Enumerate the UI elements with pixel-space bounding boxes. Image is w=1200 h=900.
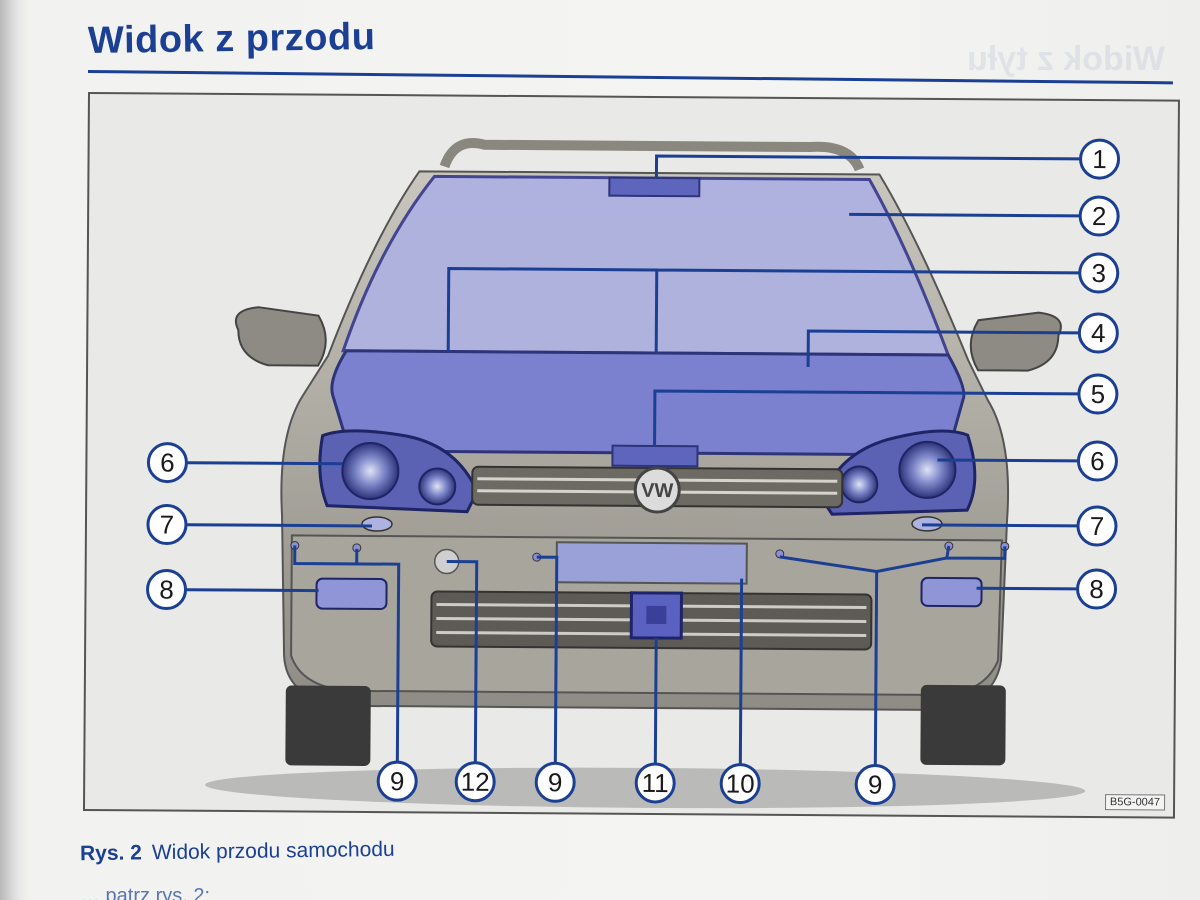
callout-9-right: 9 <box>854 764 896 806</box>
callout-3: 3 <box>1078 252 1120 294</box>
left-mirror <box>234 306 327 367</box>
bleed-through-text: Widok z tyłu <box>966 40 1165 78</box>
page-title: Widok z przodu <box>87 15 376 63</box>
caption-prefix: Rys. 2 <box>79 841 143 866</box>
callout-9-left: 9 <box>376 760 418 802</box>
car-front-illustration: VW <box>146 138 1121 809</box>
callout-1: 1 <box>1079 138 1121 180</box>
figure-code: B5G-0047 <box>1104 794 1166 811</box>
svg-text:10: 10 <box>726 768 755 798</box>
svg-text:9: 9 <box>390 766 405 796</box>
caption-text: Widok przodu samochodu <box>151 837 395 865</box>
right-headlight-lens-1 <box>898 440 957 499</box>
right-mirror <box>969 311 1062 372</box>
svg-text:3: 3 <box>1091 258 1106 288</box>
svg-text:5: 5 <box>1091 379 1106 409</box>
svg-text:2: 2 <box>1092 201 1107 231</box>
svg-text:6: 6 <box>1090 446 1105 476</box>
svg-text:8: 8 <box>159 575 174 605</box>
left-fog-light <box>315 577 388 611</box>
svg-text:7: 7 <box>160 510 175 540</box>
svg-text:7: 7 <box>1090 511 1105 541</box>
svg-text:9: 9 <box>868 769 883 799</box>
left-headlight-lens-1 <box>341 441 400 500</box>
svg-text:6: 6 <box>160 448 175 478</box>
left-headlight-lens-2 <box>418 467 457 506</box>
svg-text:VW: VW <box>641 480 673 502</box>
callout-4: 4 <box>1077 312 1119 354</box>
callout-leaders <box>186 154 1080 765</box>
callout-2: 2 <box>1078 195 1120 237</box>
bonnet <box>330 349 966 457</box>
callout-10: 10 <box>719 763 761 805</box>
left-headlight-washer <box>361 516 393 532</box>
svg-text:9: 9 <box>548 767 563 797</box>
left-tyre <box>285 685 371 766</box>
callout-6-left: 6 <box>146 442 188 484</box>
callout-6-right: 6 <box>1076 440 1118 482</box>
cut-off-text: … patrz rys. 2: <box>80 885 211 900</box>
svg-text:1: 1 <box>1092 144 1107 174</box>
windshield <box>341 174 951 357</box>
bonnet-release <box>611 444 699 468</box>
svg-text:4: 4 <box>1091 318 1106 348</box>
callout-9-center: 9 <box>534 761 576 803</box>
callout-8-right: 8 <box>1076 568 1118 610</box>
callouts: 1 2 3 4 5 6 6 7 7 8 8 9 12 9 11 10 9 <box>146 138 1121 806</box>
svg-text:8: 8 <box>1089 574 1104 604</box>
callout-12: 12 <box>454 761 496 803</box>
number-plate-area <box>555 541 748 585</box>
right-tyre <box>920 684 1006 766</box>
right-headlight-lens-2 <box>840 465 879 504</box>
svg-text:12: 12 <box>461 767 490 797</box>
right-fog-light <box>920 576 983 608</box>
front-view-figure: VW <box>82 92 1180 819</box>
callout-5: 5 <box>1077 373 1119 415</box>
figure-caption: Rys. 2 Widok przodu samochodu <box>80 838 395 866</box>
page-edge <box>0 0 22 900</box>
callout-11: 11 <box>634 762 676 804</box>
callout-7-left: 7 <box>146 504 188 546</box>
svg-text:11: 11 <box>642 768 669 798</box>
brand-badge <box>633 466 681 514</box>
callout-8-left: 8 <box>146 569 188 611</box>
windshield-sensor <box>608 176 701 198</box>
callout-7-right: 7 <box>1076 505 1118 547</box>
